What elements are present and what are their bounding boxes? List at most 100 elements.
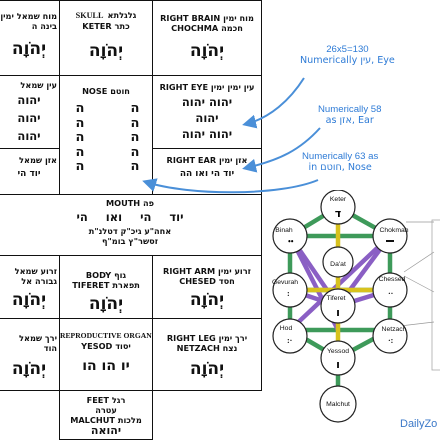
keter-label: Keter: [330, 196, 347, 203]
tiferet-label: Tiferet: [326, 295, 345, 302]
left-eye-line-1: יהוה: [17, 93, 41, 107]
left-ear-line: יוד הי: [17, 169, 41, 179]
gevurah-label: Gevurah: [272, 279, 298, 286]
yesod-label: Yessod: [327, 348, 349, 355]
binah-node: [272, 218, 308, 254]
ear-callout: Numerically 58 as אזן, Ear: [318, 104, 381, 126]
mouth-line-1: יוד הי ואו הי: [76, 210, 184, 224]
right-eye-line-2: יהוה: [195, 111, 219, 126]
chesed-node: [372, 272, 408, 308]
repro-sub: YESOD יסוד: [81, 341, 131, 351]
left-brain-box: מוח שמאל ימין בינה ה יְהֹוָה: [0, 0, 60, 76]
right-leg-name: יְהֹוָה: [189, 359, 225, 379]
chesed-dots-icon: ··: [388, 289, 393, 298]
chokmah-label: Chokmah: [379, 227, 408, 234]
feet-title: FEET רגל: [86, 395, 126, 405]
repro-title: REPRODUCTIVE ORGANS: [60, 331, 153, 340]
nose-column-right: ה ה ה ה ה: [130, 101, 140, 174]
right-arm-name: יְהֹוָה: [189, 290, 225, 310]
mouth-title: MOUTH פה: [105, 198, 155, 208]
yesod-node: [320, 340, 356, 376]
ear-callout-line-2: as אזן, Ear: [325, 115, 374, 126]
nose-column-left: ה ה ה ה ה: [75, 101, 85, 174]
chokmah-dash-icon: [386, 240, 394, 242]
left-ear-title: אזן שמאל: [19, 155, 57, 165]
eye-callout: 26x5=130 Numerically עין, Eye: [300, 44, 395, 66]
left-brain-title: מוח שמאל ימין: [0, 11, 57, 21]
netzach-node: [372, 318, 408, 354]
left-arm-box: זרוע שמאל גבורה אל יְהֹוָה: [0, 255, 60, 319]
eye-callout-line-2: Numerically עין, Eye: [300, 55, 395, 66]
right-arm-box: RIGHT ARM זרוע ימין CHESED חסד יְהֹוָה: [152, 255, 262, 319]
right-leg-title: RIGHT LEG ירך ימין: [166, 333, 248, 343]
chesed-label: Chessed: [379, 276, 406, 283]
right-leg-box: RIGHT LEG ירך ימין NETZACH נצח יְהֹוָה: [152, 318, 262, 391]
left-arm-sub: גבורה אל: [21, 276, 57, 286]
malchut-label: Malchut: [326, 401, 350, 408]
site-credit: DailyZo: [400, 418, 438, 430]
right-leg-sub: NETZACH נצח: [176, 343, 238, 353]
daat-node: [322, 246, 354, 278]
right-ear-line: יוד הי ואו הה: [179, 169, 235, 179]
left-eye-title: עין שמאל: [20, 80, 57, 90]
nose-callout: Numerically 63 as in חוטם, Nose: [302, 151, 378, 173]
left-ear-box: אזן שמאל יוד הי: [0, 148, 60, 195]
hod-dots-icon: :·: [287, 336, 292, 345]
repro-name: יו הו הו: [82, 358, 130, 374]
right-ear-box: RIGHT EAR אזן ימין יוד הי ואו הה: [152, 148, 262, 195]
left-arm-title: זרוע שמאל: [14, 266, 57, 276]
body-title: BODY גוף: [85, 270, 127, 280]
skull-title-en: SKULL: [75, 11, 104, 20]
ear-callout-line-1: Numerically 58: [318, 104, 382, 115]
keter-node: [320, 190, 356, 225]
tiferet-letter: ו: [336, 306, 340, 319]
tiferet-node: [320, 288, 356, 324]
left-eye-box: עין שמאל יהוה יהוה יהוה: [0, 75, 60, 149]
left-leg-box: ירך שמאל הוד יְהֹוָה: [0, 318, 60, 391]
mouth-line-2: אחה"ע גיכ"ק דטלנ"ת: [88, 226, 172, 237]
left-eye-line-2: יהוה: [17, 111, 41, 126]
left-arm-name: יְהֹוָה: [11, 290, 47, 310]
right-brain-box: RIGHT BRAIN מוח ימין CHOCHMA חכמה יְהֹוָ…: [152, 0, 262, 76]
right-arm-sub: CHESED חסד: [179, 276, 235, 286]
eye-callout-line-1: 26x5=130: [326, 44, 369, 55]
left-eye-line-3: יהוה: [17, 129, 41, 144]
right-arm-title: RIGHT ARM זרוע ימין: [163, 266, 251, 276]
netzach-label: Netzach: [382, 326, 407, 333]
skull-sub: KETER כתר: [82, 21, 130, 31]
mouth-line-3: זסשר"ץ בומ"ף: [101, 236, 159, 247]
left-leg-title: ירך שמאל: [19, 333, 57, 343]
keter-letter: ד: [335, 207, 341, 220]
malchut-node: [319, 385, 357, 423]
right-brain-name: יְהֹוָה: [189, 41, 225, 61]
right-eye-line-3: יהוה יהוה: [181, 127, 233, 142]
right-eye-line-1: יהוה יהוה: [181, 95, 233, 109]
body-box: BODY גוף TIFERET תפארת יְהֹוָה: [59, 255, 153, 319]
left-brain-name: יְהֹוָה: [11, 39, 47, 59]
hod-label: Hod: [280, 325, 293, 332]
mouth-box: MOUTH פה יוד הי ואו הי אחה"ע גיכ"ק דטלנ"…: [0, 194, 262, 256]
skull-box: SKULL גלגלתא KETER כתר יְהֹוָה: [59, 0, 153, 76]
feet-box: FEET רגל עטרה MALCHUT מלכות יהואה: [59, 390, 153, 440]
feet-name: יהואה: [90, 424, 122, 437]
body-sub: TIFERET תפארת: [72, 280, 140, 290]
right-brain-sub: CHOCHMA חכמה: [171, 23, 243, 33]
binah-label: Binah: [275, 227, 293, 234]
nose-callout-line-1: Numerically 63 as: [302, 151, 379, 162]
nose-title: NOSE חוטם: [82, 86, 130, 96]
body-names-chart: מוח שמאל ימין בינה ה יְהֹוָה SKULL גלגלת…: [0, 0, 262, 440]
skull-name: יְהֹוָה: [88, 41, 124, 61]
hod-node: [272, 318, 308, 354]
yesod-letter: ו: [336, 358, 340, 371]
right-eye-box: RIGHT EYE עין ימין ימין יהוה יהוה יהוה י…: [152, 75, 262, 149]
left-leg-sub: הוד: [43, 343, 57, 353]
right-ear-title: RIGHT EAR אזן ימין: [166, 155, 248, 165]
nose-box: NOSE חוטם ה ה ה ה ה ה ה ה ה ה: [59, 75, 153, 195]
feet-sub-1: עטרה: [95, 405, 117, 415]
daat-label: Da'at: [330, 261, 346, 268]
netzach-dots-icon: ·:: [388, 336, 393, 345]
left-leg-name: יְהֹוָה: [11, 359, 47, 379]
gevurah-dots-icon: :: [287, 289, 290, 298]
right-eye-title: RIGHT EYE עין ימין ימין: [159, 82, 255, 92]
body-name: יְהֹוָה: [88, 294, 124, 314]
